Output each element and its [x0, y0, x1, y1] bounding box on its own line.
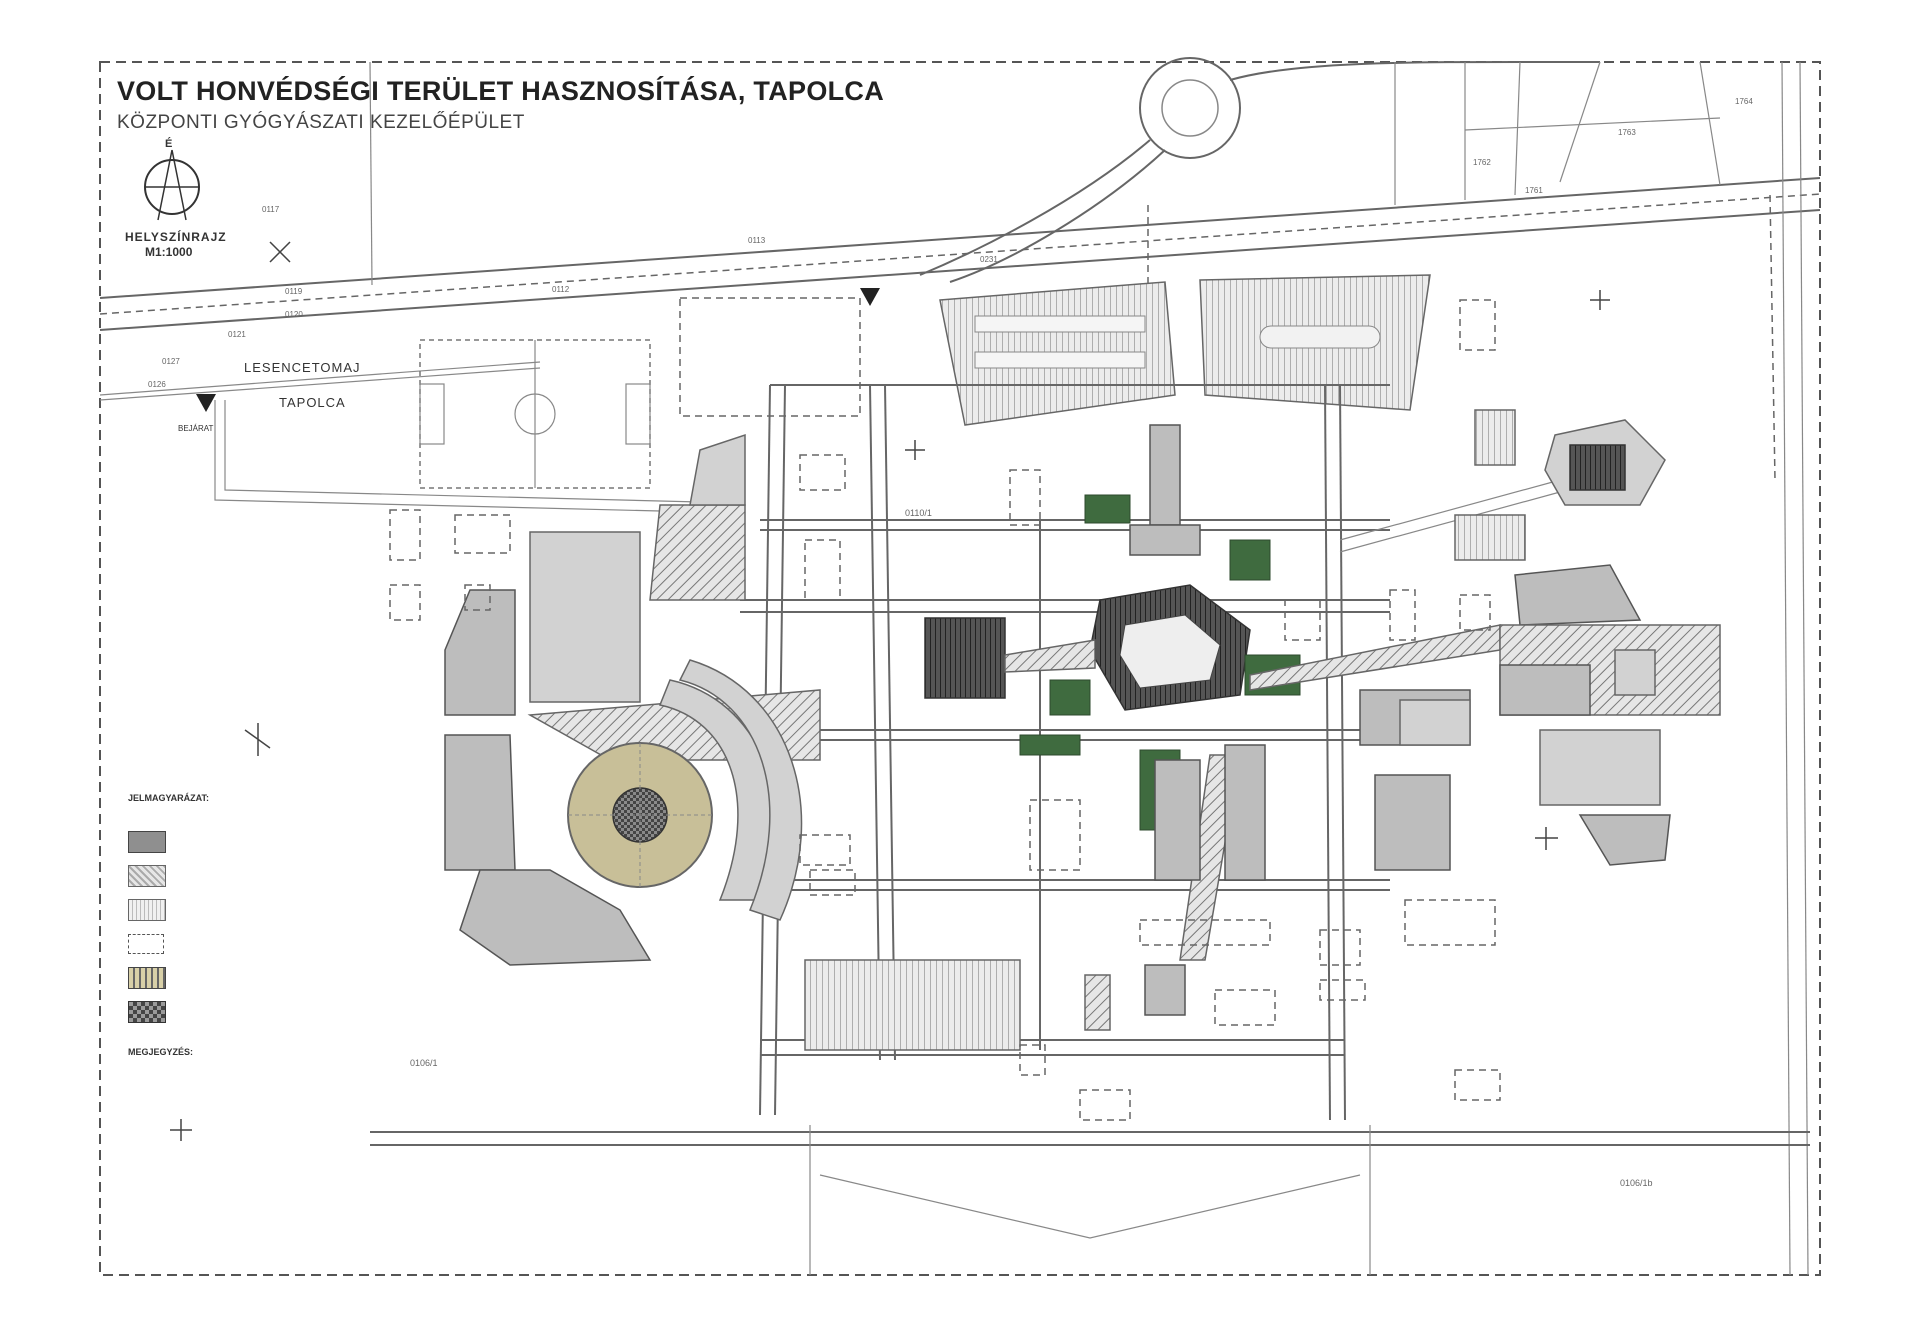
building-block [444, 734, 516, 871]
roundabout [919, 57, 1601, 283]
entrance-marker [196, 394, 216, 412]
football-pitch [419, 339, 651, 489]
parking-lot-east [1199, 274, 1431, 411]
parcel-label: 1761 [1525, 186, 1543, 195]
east-buildings [1359, 409, 1721, 871]
legend-swatch [128, 1001, 166, 1023]
legend-swatch [128, 865, 166, 887]
parcel-label: 0113 [748, 236, 766, 245]
page-title: VOLT HONVÉDSÉGI TERÜLET HASZNOSÍTÁSA, TA… [117, 76, 885, 106]
legend-item [128, 927, 448, 961]
place-lesencetomaj: LESENCETOMAJ [244, 360, 361, 375]
parcel-label: 1763 [1618, 128, 1636, 137]
building-block [444, 589, 516, 716]
parcel-label: 0126 [148, 380, 166, 389]
parcel-label: 0119 [285, 287, 303, 296]
legend-swatch [128, 831, 166, 853]
legend-item [128, 961, 448, 995]
legend-item [128, 825, 448, 859]
site-plan-label: HELYSZÍNRAJZ [125, 230, 227, 244]
parcel-label: 0117 [262, 205, 280, 214]
survey-markers [170, 241, 1610, 1141]
drawing-frame [99, 61, 1821, 1276]
legend: JELMAGYARÁZAT: MEGJEGYZÉS: [128, 793, 448, 1057]
place-tapolca: TAPOLCA [279, 395, 346, 410]
central-clinic [924, 424, 1501, 1016]
dashed-buildings [389, 299, 1501, 1121]
building-block [529, 531, 641, 703]
north-letter: É [165, 138, 173, 150]
parcel-label: 0120 [285, 310, 303, 319]
parcel-lines [369, 61, 1809, 1276]
site-plan-scale: M1:1000 [145, 245, 193, 259]
legend-item [128, 893, 448, 927]
solar-pavilion [1544, 419, 1666, 506]
entrance-marker [860, 288, 880, 306]
parcel-label: 0121 [228, 330, 246, 339]
legend-item [128, 859, 448, 893]
legend-swatch [128, 967, 166, 989]
parcel-label: 0106/1 [410, 1058, 438, 1068]
parcel-label: 0112 [552, 285, 570, 294]
parcel-label: 0231 [980, 255, 998, 264]
legend-note-heading: MEGJEGYZÉS: [128, 1047, 194, 1057]
parcel-label: 1762 [1473, 158, 1491, 167]
legend-item [128, 995, 448, 1029]
legend-heading: JELMAGYARÁZAT: [128, 793, 210, 803]
legend-swatch [128, 934, 164, 954]
page-subtitle: KÖZPONTI GYÓGYÁSZATI KEZELŐÉPÜLET [117, 112, 525, 133]
main-road [99, 177, 1821, 401]
building-block [459, 869, 652, 966]
building-block [649, 504, 746, 601]
parcel-label: 0106/1b [1620, 1178, 1653, 1188]
building-block [689, 433, 746, 506]
parcel-label: 0127 [162, 357, 180, 366]
parking-lot-west [939, 281, 1176, 426]
legend-swatch [128, 899, 166, 921]
parcel-label: 1764 [1735, 97, 1753, 106]
place-bejarat: BEJÁRAT [178, 424, 214, 433]
north-arrow-icon [144, 149, 200, 221]
parcel-label: 0110/1 [905, 508, 932, 518]
south-road [370, 1125, 1810, 1275]
long-building [804, 959, 1021, 1051]
stadium [527, 659, 821, 921]
building-block [1084, 974, 1111, 1031]
